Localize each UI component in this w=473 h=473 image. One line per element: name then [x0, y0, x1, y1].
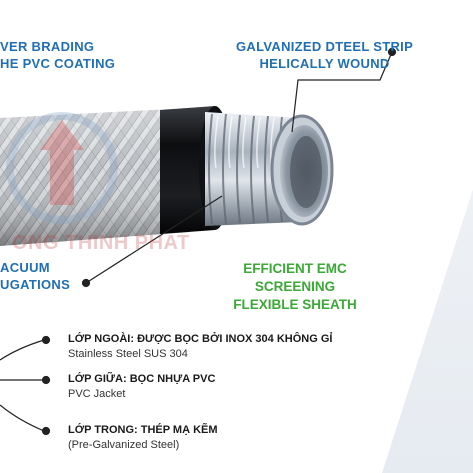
legend-item-subtitle: PVC Jacket [68, 388, 126, 400]
watermark-text: ONG THINH PHAT [12, 232, 190, 254]
legend-item-title: LỚP GIỮA: BỌC NHỰA PVC [68, 373, 216, 385]
callout-braiding-line2: HE PVC COATING [0, 56, 116, 71]
feature-caption-line2: FLEXIBLE SHEATH [233, 297, 357, 312]
callout-vacuum-line1: ACUUM [0, 260, 50, 275]
steel-core-layer [205, 112, 334, 226]
callout-braiding: VER BRADING HE PVC COATING [0, 38, 115, 72]
callout-vacuum: ACUUM UGATIONS [0, 259, 70, 293]
legend-item-middle: LỚP GIỮA: BỌC NHỰA PVC PVC Jacket [68, 373, 215, 400]
leader-lines [0, 47, 397, 436]
callout-steel-strip: GALVANIZED DTEEL STRIP HELICALLY WOUND [236, 38, 413, 72]
callout-steel-strip-line2: HELICALLY WOUND [259, 56, 390, 71]
callout-vacuum-line2: UGATIONS [0, 277, 71, 292]
legend-item-title: LỚP NGOÀI: ĐƯỢC BỌC BỞI INOX 304 KHÔNG G… [68, 333, 333, 345]
callout-steel-strip-line1: GALVANIZED DTEEL STRIP [236, 39, 414, 54]
legend-item-outer: LỚP NGOÀI: ĐƯỢC BỌC BỞI INOX 304 KHÔNG G… [68, 333, 332, 360]
callout-braiding-line1: VER BRADING [0, 39, 95, 54]
watermark-logo [6, 112, 118, 224]
feature-caption: EFFICIENT EMC SCREENING FLEXIBLE SHEATH [205, 260, 385, 314]
legend-item-title: LỚP TRONG: THÉP MẠ KẼM [68, 424, 218, 436]
feature-caption-line1: EFFICIENT EMC SCREENING [243, 261, 347, 294]
legend-item-inner: LỚP TRONG: THÉP MẠ KẼM (Pre-Galvanized S… [68, 424, 218, 451]
legend-item-subtitle: Stainless Steel SUS 304 [68, 348, 188, 360]
braided-layer [0, 108, 190, 246]
legend-item-subtitle: (Pre-Galvanized Steel) [68, 439, 180, 451]
